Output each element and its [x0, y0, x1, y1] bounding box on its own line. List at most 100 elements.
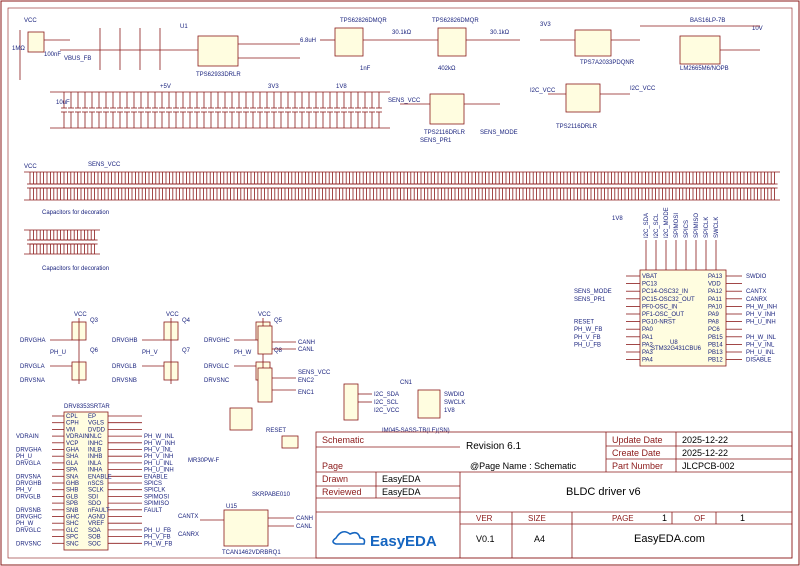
- drv-left-net: PH_V: [16, 488, 32, 494]
- drv-left-net: DRVSNB: [16, 508, 41, 514]
- 1v8-label-mcu: 1V8: [612, 216, 623, 222]
- mcu-top-net: SPIMISO: [694, 213, 700, 238]
- i2c-vcc-label-3: I2C_VCC: [374, 408, 400, 414]
- status-led-block: MR30PW-F RESET SKRPABE010: [188, 407, 299, 498]
- u14-body: [229, 407, 253, 431]
- mosfet-phase-net: PH_V: [142, 350, 158, 356]
- tb-revision: Revision 6.1: [466, 441, 521, 452]
- mosfet-gh-net: DRVGHB: [112, 338, 138, 344]
- u11-body: [63, 411, 109, 551]
- drv-left-pin: SHA: [66, 454, 78, 460]
- drv-right-net: ENABLE: [144, 474, 168, 480]
- u5-part: TPS62826DMQR: [340, 18, 387, 24]
- drv-right-net: PH_U_INH: [144, 468, 174, 474]
- reset-label: RESET: [266, 428, 286, 434]
- u17-part: TPS7A2033PDQNR: [580, 60, 635, 66]
- mcu-left-net: PH_V_FB: [574, 335, 601, 341]
- drv-left-pin: GLC: [66, 528, 79, 534]
- encoder-connector-block: SENS_VCC ENC2 ENC1: [257, 367, 331, 403]
- cn1-ref: CN1: [400, 380, 413, 386]
- mcu-left-pin: PA3: [642, 350, 654, 356]
- drv-left-net: DRVGLC: [16, 528, 42, 534]
- mosfet-sn-net: DRVSNA: [20, 378, 45, 384]
- u9-body: [565, 83, 601, 113]
- mcu-top-net: SWCLK: [714, 217, 720, 238]
- mcu-right-pin: PB12: [708, 358, 723, 364]
- mosfet-high-ref: Q5: [274, 318, 283, 324]
- mosfet-vcc-label: VCC: [166, 312, 179, 318]
- tb-page-num-label: PAGE: [612, 514, 634, 523]
- drv-left-pin: SNA: [66, 474, 78, 480]
- drv-right-pin: SDO: [88, 501, 101, 507]
- tb-ver: V0.1: [476, 534, 495, 544]
- value-10uf-1: 10uF: [56, 100, 70, 106]
- mcu-right-pin: VDD: [708, 282, 721, 288]
- mosfet-high-ref: Q3: [90, 318, 99, 324]
- i2c-connector-block: I2C_SDA I2C_SCL I2C_VCC: [343, 383, 400, 421]
- canrx-label: CANRX: [178, 532, 199, 538]
- mcu-left-pin: PC15-OSC32_OUT: [642, 297, 695, 303]
- tb-of-label: OF: [694, 514, 705, 523]
- tb-size: A4: [534, 534, 545, 544]
- mcu-right-net: DISABLE: [746, 358, 771, 364]
- u7-body: [429, 93, 465, 125]
- value-470nh-2: 30.1kΩ: [490, 30, 510, 36]
- 1v8-swd-label: 1V8: [444, 408, 455, 414]
- drv-right-pin: INHC: [88, 441, 103, 447]
- tb-page-num: 1: [662, 513, 667, 523]
- easyeda-logo: EasyEDA: [332, 530, 437, 550]
- drv-right-net: SPIMOSI: [144, 494, 169, 500]
- value-402k: 1nF: [360, 66, 371, 72]
- drv-right-pin: SOB: [88, 535, 101, 541]
- 3v3-label-2: 3V3: [268, 84, 279, 90]
- dual-buck-block: TPS62826DMQR TPS62826DMQR 30.1kΩ 30.1kΩ …: [320, 18, 520, 72]
- cap-bank-row2: +5V 3V3 1V8 10uF SENS_VCC: [50, 84, 390, 168]
- drv-right-net: SPICS: [144, 481, 162, 487]
- mcu-right-pin: PB14: [708, 342, 723, 348]
- u9-part: TPS2116DRLR: [556, 124, 598, 130]
- u16-body: [679, 35, 721, 65]
- mcu-right-pin: PA11: [708, 297, 722, 303]
- mosfet-gh-net: DRVGHC: [204, 338, 231, 344]
- mosfet-high-ref: Q4: [182, 318, 191, 324]
- enc2-label: ENC2: [298, 378, 315, 384]
- mcu-right-pin: PC6: [708, 327, 720, 333]
- 5v-label-1: +5V: [160, 84, 171, 90]
- decoration-cap-row-1: VCC Capacitors for decoration: [24, 164, 780, 216]
- mcu-right-net: SWDIO: [746, 274, 767, 280]
- vcc-label-1: VCC: [24, 18, 37, 24]
- u15-body: [223, 509, 269, 547]
- drv-right-net: SPICLK: [144, 488, 165, 494]
- mosfet-gl-net: DRVGLA: [20, 364, 45, 370]
- mosfet-vcc-label: VCC: [258, 312, 271, 318]
- ldo-block: TPS7A2033PDQNR 3V3: [540, 22, 640, 66]
- drv-left-net: VDRAIN: [16, 434, 39, 440]
- swd-connector-block: CN1 IM045-SASS-TB(LF)(SN) SWDIO SWCLK 1V…: [382, 380, 465, 434]
- drv-right-pin: EP: [88, 414, 96, 420]
- drv-left-net: DRVSNA: [16, 474, 41, 480]
- u8-ref: U8: [670, 340, 678, 346]
- drv-right-pin: VREF: [88, 521, 104, 527]
- drv-left-net: PH_W: [16, 521, 34, 527]
- drv-right-pin: INHA: [88, 468, 102, 474]
- drv-right-pin: ENABLE: [88, 474, 112, 480]
- sens-pr1-label: SENS_PR1: [420, 138, 452, 144]
- drv-left-pin: GHA: [66, 448, 79, 454]
- mcu-left-pin: PA4: [642, 358, 654, 364]
- u5-body: [334, 27, 364, 57]
- drv-right-pin: DVDD: [88, 427, 106, 433]
- canh-label-2: CANH: [296, 516, 313, 522]
- i2c-sda-label: I2C_SDA: [374, 392, 399, 398]
- tb-create-date: 2025-12-22: [682, 448, 728, 458]
- mcu-left-net: RESET: [574, 320, 594, 326]
- decoration-note-1: Capacitors for decoration: [42, 210, 109, 216]
- u8-part: STM32G431CBU6: [651, 346, 702, 352]
- mcu-left-pin: PC14-OSC32_IN: [642, 289, 688, 295]
- u8-body: [639, 269, 727, 367]
- cantx-label: CANTX: [178, 514, 198, 520]
- drv-left-pin: GHC: [66, 515, 80, 521]
- can-transceiver: U15 TCAN1462VDRBRQ1 CANTX CANRX CANH CAN…: [178, 504, 313, 556]
- mcu-top-net: SPICS: [684, 220, 690, 238]
- drv-left-pin: VCP: [66, 441, 78, 447]
